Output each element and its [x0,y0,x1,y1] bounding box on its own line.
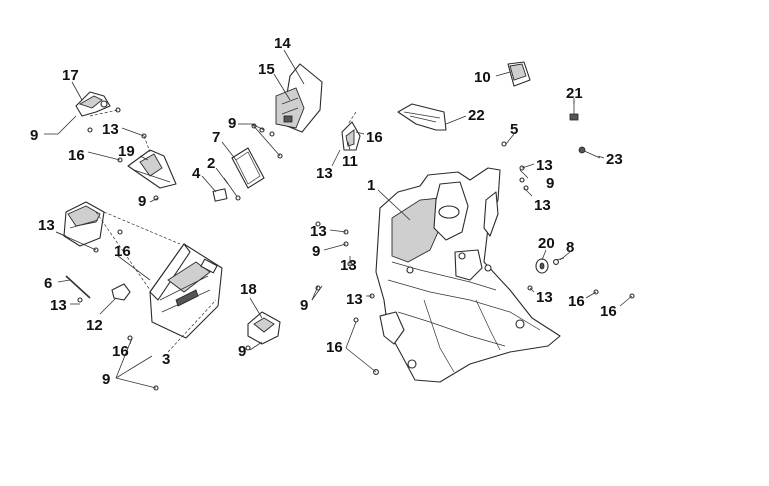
callout-9: 9 [300,297,308,314]
leader-lines [44,49,633,389]
callout-16: 16 [568,293,585,310]
callout-12: 12 [86,317,103,334]
callout-20: 20 [538,235,555,252]
callout-9: 9 [102,371,110,388]
fasteners [77,107,635,391]
callout-labels: 1 2 3 4 5 6 7 8 10 11 12 14 15 17 18 19 … [30,35,623,388]
callout-21: 21 [566,85,583,102]
part-1-inner-frame [375,167,561,383]
callout-8: 8 [566,239,574,256]
callout-5: 5 [510,121,518,138]
callout-9: 9 [228,115,236,132]
part-7-gasket [231,147,265,189]
callout-18: 18 [240,281,257,298]
callout-3: 3 [162,351,170,368]
part-11-bracket [341,121,361,151]
part-20-grommet [535,258,549,274]
callout-4: 4 [192,165,201,182]
callout-13: 13 [536,289,553,306]
callout-13: 13 [536,157,553,174]
callout-13: 13 [346,291,363,308]
callout-10: 10 [474,69,491,86]
callout-13: 13 [50,297,67,314]
callout-14: 14 [274,35,291,52]
callout-13: 13 [534,197,551,214]
callout-9: 9 [30,127,38,144]
callout-16: 16 [600,303,617,320]
part-22-cover [397,103,447,131]
callout-13: 13 [316,165,333,182]
part-23-bolt [578,146,601,159]
callout-16: 16 [68,147,85,164]
callout-16: 16 [366,129,383,146]
callout-2: 2 [207,155,215,172]
part-14-15-bracket [275,63,323,133]
part-3-storage-box [149,243,223,339]
part-8-screw [553,257,565,265]
callout-16: 16 [114,243,131,260]
part-17-bracket [75,91,111,117]
callout-7: 7 [212,129,220,146]
part-4-clip [212,188,228,202]
callout-13: 13 [310,223,327,240]
callout-15: 15 [258,61,275,78]
callout-9: 9 [546,175,554,192]
callout-1: 1 [367,177,375,194]
callout-16: 16 [112,343,129,360]
callout-9: 9 [138,193,146,210]
part-12-clip [111,283,131,301]
callout-9: 9 [312,243,320,260]
callout-19: 19 [118,143,135,160]
part-10-pad [507,61,531,87]
part-6-rod [65,275,91,299]
callout-11: 11 [342,153,358,170]
callout-9: 9 [238,343,246,360]
callout-17: 17 [62,67,79,84]
callout-22: 22 [468,107,485,124]
part-19-bracket [127,149,177,189]
callout-13: 13 [38,217,55,234]
callout-13: 13 [102,121,119,138]
callout-6: 6 [44,275,52,292]
part-18-bracket [247,311,281,345]
callout-13: 13 [340,257,357,274]
callout-16: 16 [326,339,343,356]
part-13-battery-cover [63,201,105,247]
callout-23: 23 [606,151,623,168]
